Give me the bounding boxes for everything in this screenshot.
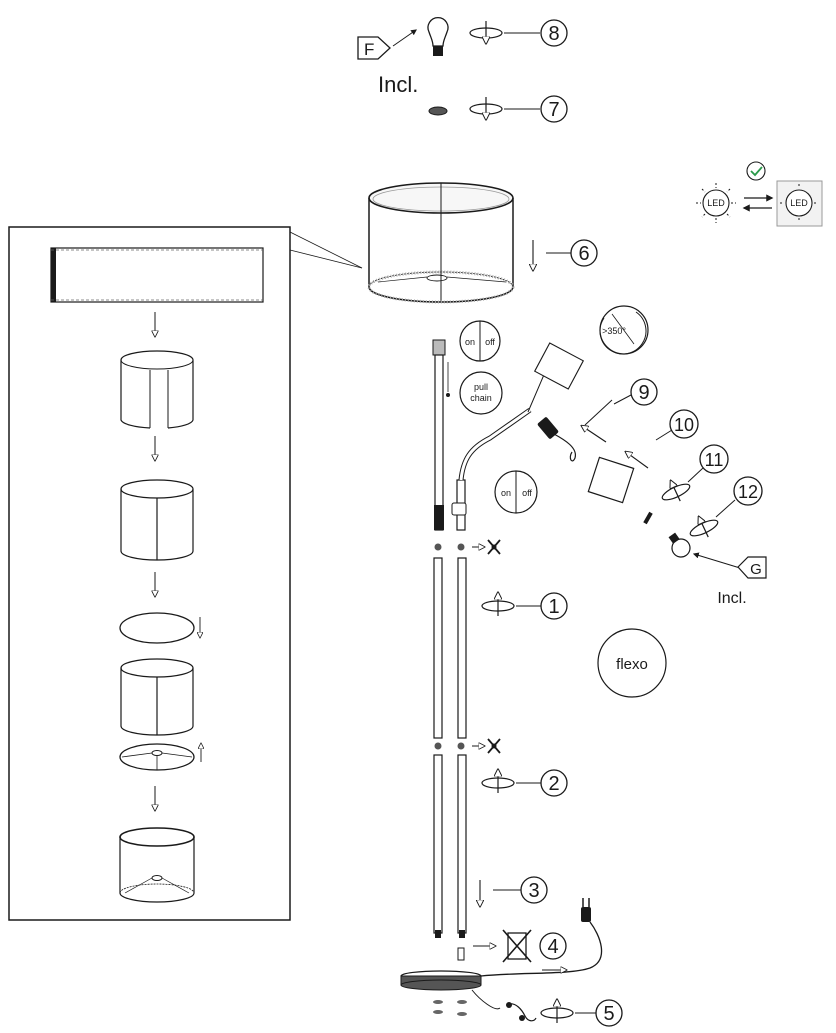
step-4: 4 [539,932,567,960]
step-12: 12 [733,476,763,506]
pull-chain-icon: pull chain [459,371,503,415]
rotation-limit-icon: >350° [599,305,649,355]
arrow-10 [626,452,649,469]
svg-text:LED: LED [790,198,808,208]
svg-text:off: off [485,337,495,347]
on-off-switch-icon-arm: on off [494,470,538,514]
svg-text:pull: pull [474,382,488,392]
step-11: 11 [699,444,729,474]
step-5: 5 [595,999,623,1027]
bulb-icon [427,16,449,56]
rotate-icon-12 [689,511,719,538]
led-icon-right: LED [776,180,823,227]
included-label-bulb: Incl. [717,590,746,607]
step-3: 3 [520,876,548,904]
svg-text:on: on [501,488,511,498]
shade-assembly-inset [8,226,291,921]
rotate-icon-2 [481,770,515,793]
svg-text:on: on [465,337,475,347]
svg-text:4: 4 [547,936,558,958]
small-bulb-icon [668,532,691,558]
svg-text:9: 9 [638,382,649,404]
svg-text:3: 3 [528,880,539,902]
included-label-top: Incl. [378,72,418,97]
svg-text:>350°: >350° [602,326,626,336]
lamp-pole [400,339,603,1016]
energy-label-top: F [357,29,417,60]
svg-text:7: 7 [548,99,559,121]
step-1: 1 [540,592,568,620]
svg-text:2: 2 [548,773,559,795]
arrow-9 [582,426,607,443]
step-8: 8 [540,19,568,47]
svg-text:12: 12 [738,482,758,502]
swap-arrows-icon [742,194,774,212]
lampshade [367,182,515,304]
step-10: 10 [669,409,699,439]
flexo-badge: flexo [597,628,667,698]
svg-text:chain: chain [470,393,492,403]
no-screwdriver-icon [502,929,532,963]
svg-text:1: 1 [548,596,559,618]
svg-text:off: off [522,488,532,498]
energy-label-bulb: G [737,556,767,579]
on-off-switch-icon-top: on off [459,320,501,362]
step-6: 6 [570,239,598,267]
svg-text:flexo: flexo [616,656,648,673]
led-icon-left: LED [696,183,736,223]
svg-text:11: 11 [705,450,724,470]
rotate-icon-11 [661,475,691,502]
rotate-icon-8 [469,21,503,43]
svg-text:10: 10 [674,415,694,435]
step-2: 2 [540,769,568,797]
svg-text:6: 6 [578,243,589,265]
svg-text:5: 5 [603,1003,614,1025]
step-9: 9 [630,378,658,406]
energy-class-top: F [364,40,374,59]
svg-text:8: 8 [548,23,559,45]
svg-text:LED: LED [707,198,725,208]
no-tool-icon-1 [472,539,501,555]
rotate-icon-1 [481,593,515,616]
energy-class-bulb: G [750,561,762,578]
rotate-icon-5 [540,1000,574,1023]
rotate-icon-7 [469,97,503,119]
screw-part [643,511,653,525]
cap-part-icon [428,106,448,116]
diffuser-part [587,456,635,504]
cable-clip-icon [506,1002,537,1022]
step-7: 7 [540,95,568,123]
check-icon [746,161,766,181]
no-tool-icon-2 [472,738,501,754]
